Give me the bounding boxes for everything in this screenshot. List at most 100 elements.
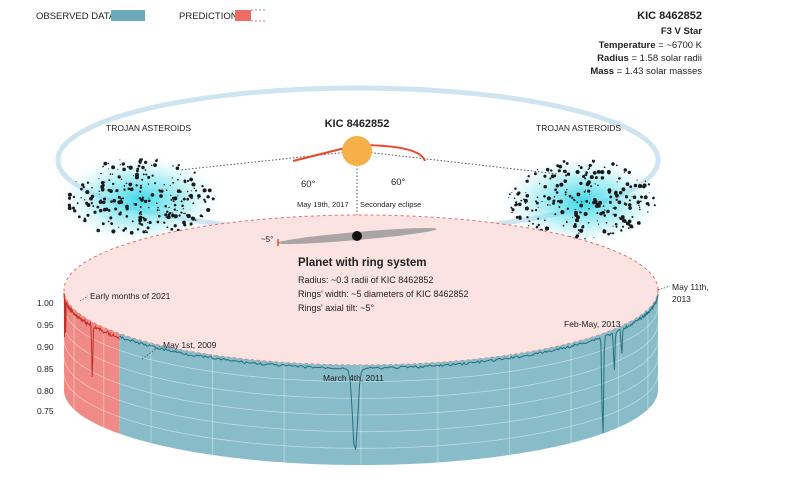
asteroid-dot [109, 173, 112, 175]
asteroid-dot [576, 201, 579, 204]
asteroid-dot [125, 207, 129, 211]
asteroid-dot [139, 184, 142, 187]
asteroid-dot [119, 199, 124, 205]
ring-tilt-label: ~5° [261, 235, 273, 244]
asteroid-dot [165, 189, 168, 191]
asteroid-dot [154, 182, 157, 185]
asteroid-dot [582, 224, 585, 227]
asteroid-dot [606, 209, 610, 214]
asteroid-dot [523, 198, 528, 203]
asteroid-dot [594, 183, 596, 185]
asteroid-dot [112, 198, 117, 203]
asteroid-dot [138, 212, 142, 215]
asteroid-dot [84, 199, 86, 201]
asteroid-dot [91, 186, 93, 189]
asteroid-dot [96, 205, 100, 209]
asteroid-dot [575, 218, 579, 223]
asteroid-dot [508, 197, 510, 199]
asteroid-dot [141, 165, 145, 170]
star-to-trojan-lines [179, 150, 559, 175]
asteroid-dot [640, 195, 643, 199]
asteroid-dot [516, 192, 520, 196]
asteroid-dot [117, 169, 119, 171]
asteroid-dot [207, 188, 212, 193]
asteroid-dot [136, 169, 139, 173]
asteroid-dot [543, 184, 547, 189]
asteroid-dot [554, 188, 557, 192]
asteroid-dot [118, 226, 120, 228]
asteroid-dot [550, 174, 555, 179]
trojan-left-label: TROJAN ASTEROIDS [106, 123, 191, 133]
asteroid-dot [188, 193, 194, 199]
asteroid-dot [180, 200, 183, 203]
asteroid-dot [531, 209, 534, 212]
asteroid-dot [609, 232, 612, 235]
asteroid-dot [627, 203, 632, 207]
asteroid-dot [156, 220, 160, 224]
asteroid-dot [607, 232, 610, 236]
asteroid-dot [186, 197, 190, 201]
asteroid-dot [125, 182, 128, 185]
planet-ring-tilt-text: Rings' axial tilt: ~5° [298, 303, 375, 313]
asteroid-dot [604, 209, 606, 211]
asteroid-dot [131, 220, 134, 223]
asteroid-dot [627, 227, 630, 230]
asteroid-dot [150, 193, 155, 197]
asteroid-dot [562, 169, 566, 173]
asteroid-dot [596, 212, 599, 215]
asteroid-dot [642, 184, 646, 189]
asteroid-dot [190, 190, 192, 192]
asteroid-dot [613, 206, 617, 210]
asteroid-dot [141, 196, 145, 199]
asteroid-dot [135, 172, 139, 177]
asteroid-dot [138, 218, 143, 223]
asteroid-dot [189, 222, 193, 226]
asteroid-dot [524, 202, 527, 204]
asteroid-dot [623, 220, 627, 223]
asteroid-dot [142, 230, 146, 234]
asteroid-dot [525, 194, 527, 197]
asteroid-dot [148, 220, 152, 225]
asteroid-dot [92, 205, 95, 208]
asteroid-dot [142, 216, 145, 219]
asteroid-dot [564, 193, 567, 196]
asteroid-dot [621, 225, 625, 228]
asteroid-dot [139, 190, 142, 193]
asteroid-dot [186, 190, 189, 193]
asteroid-dot [579, 211, 582, 214]
asteroid-dot [173, 203, 177, 207]
asteroid-dot [537, 217, 540, 220]
asteroid-dot [525, 192, 527, 194]
asteroid-dot [511, 211, 513, 214]
asteroid-dot [170, 198, 173, 201]
asteroid-dot [147, 206, 150, 209]
y-tick-2: 0.95 [37, 320, 54, 330]
asteroid-dot [101, 222, 105, 226]
asteroid-dot [80, 196, 82, 199]
annotation-may-2009-leader [141, 345, 161, 360]
annotation-early-2021: Early months of 2021 [90, 291, 171, 301]
asteroid-dot [157, 206, 159, 209]
asteroid-dot [75, 181, 77, 183]
asteroid-dot [100, 184, 105, 189]
asteroid-dot [166, 215, 171, 220]
legend-prediction-dashes [251, 9, 266, 22]
asteroid-dot [545, 167, 550, 172]
asteroid-dot [562, 160, 566, 163]
asteroid-dot [543, 219, 546, 222]
asteroid-dot [598, 200, 603, 205]
asteroid-dot [182, 197, 186, 201]
asteroid-dot [617, 200, 622, 205]
asteroid-dot [120, 198, 122, 200]
asteroid-dot [83, 217, 86, 220]
asteroid-dot [150, 164, 153, 167]
annotation-may-2013-line2: 2013 [672, 294, 691, 304]
band-gridline [63, 373, 659, 449]
asteroid-dot [589, 193, 591, 195]
asteroid-dot [124, 227, 127, 230]
asteroid-dot [594, 176, 598, 180]
asteroid-dot [102, 165, 104, 168]
asteroid-dot [562, 224, 565, 227]
asteroid-dot [193, 187, 195, 190]
